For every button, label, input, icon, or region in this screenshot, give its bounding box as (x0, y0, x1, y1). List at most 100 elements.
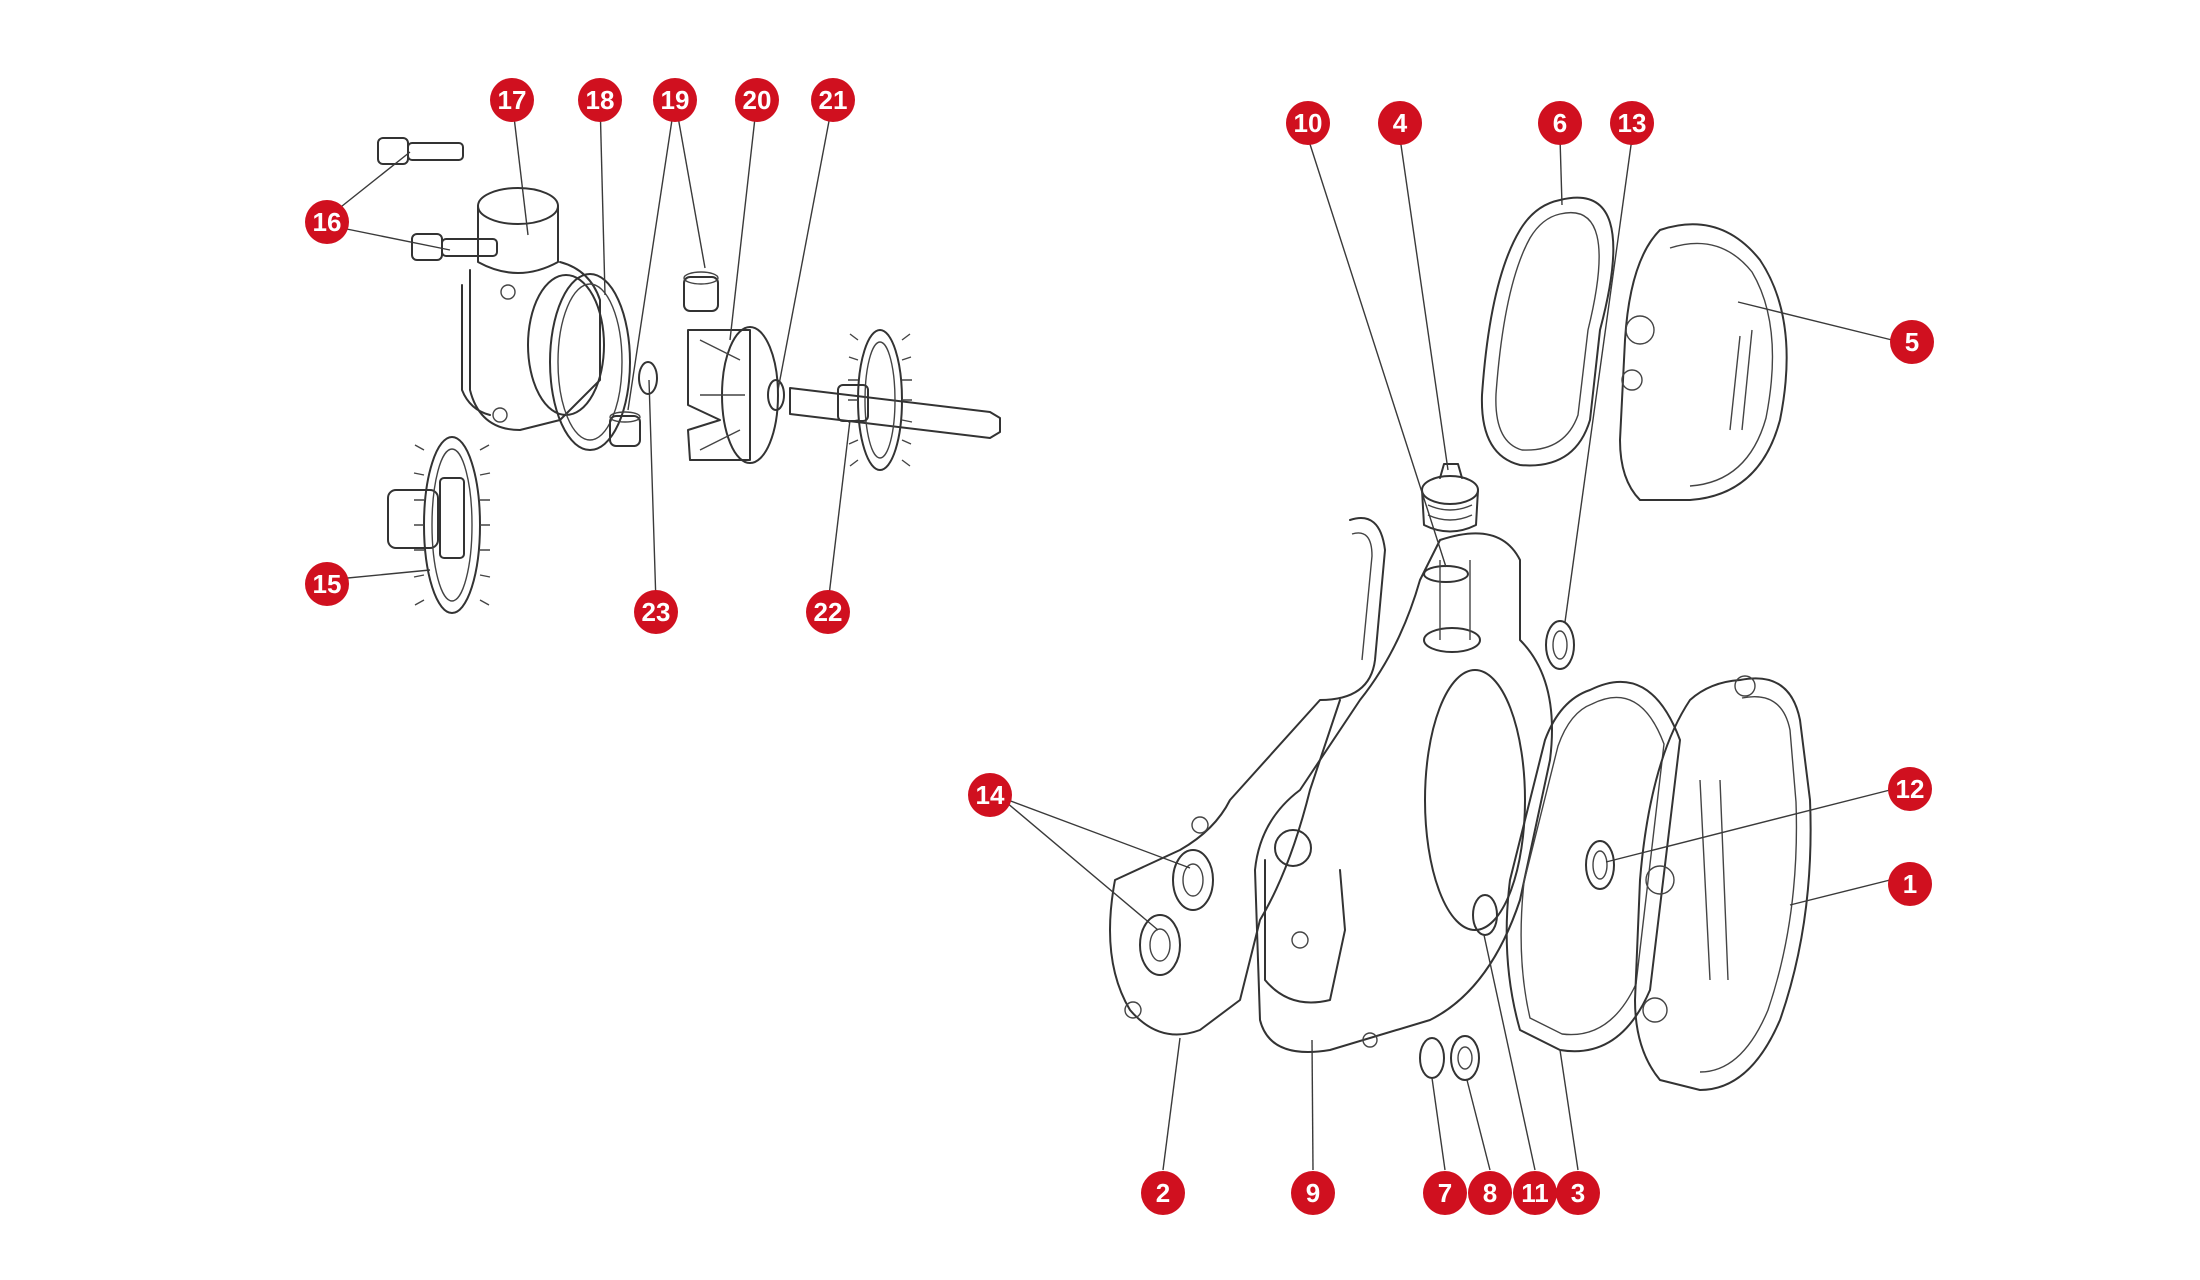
crankcase-cover (1254, 532, 1553, 1053)
leader-lines (326, 99, 1893, 1171)
drain-plug (1450, 1035, 1480, 1081)
callout-7: 7 (1423, 1171, 1467, 1215)
oil-seal-upper (1545, 620, 1575, 670)
callout-number: 10 (1294, 108, 1323, 138)
leader-14b (999, 796, 1159, 931)
callout-number: 1 (1903, 869, 1917, 899)
leader-13 (1564, 137, 1633, 623)
leader-4 (1399, 137, 1449, 471)
pump-shaft (767, 379, 1001, 439)
callout-badge (305, 562, 349, 606)
callout-6: 6 (1538, 101, 1582, 145)
drive-gear (837, 329, 913, 471)
callout-number: 15 (313, 569, 342, 599)
leader-23 (648, 379, 657, 605)
case-cover-assembly (1109, 196, 1812, 1091)
callout-21: 21 (811, 78, 855, 122)
callout-number: 11 (1521, 1178, 1549, 1208)
callout-badge (1468, 1171, 1512, 1215)
callout-5: 5 (1890, 320, 1934, 364)
pump-bolt-upper (377, 137, 464, 165)
callout-10: 10 (1286, 101, 1330, 145)
leader-7 (1431, 1077, 1446, 1171)
callout-number: 4 (1393, 108, 1408, 138)
callout-17: 17 (490, 78, 534, 122)
callout-number: 17 (498, 85, 527, 115)
callout-number: 16 (313, 207, 342, 237)
callout-number: 3 (1571, 1178, 1585, 1208)
leader-5 (1737, 301, 1893, 341)
dowel-pin-upper (683, 271, 719, 312)
callout-4: 4 (1378, 101, 1422, 145)
ignition-cover-gasket (1480, 196, 1615, 467)
dowel-pin-lower (609, 411, 641, 447)
leader-2 (1162, 1037, 1181, 1171)
pump-bolt-lower (411, 233, 498, 261)
pump-gasket (549, 273, 631, 451)
callout-badge (578, 78, 622, 122)
callout-badge (1286, 101, 1330, 145)
callout-badge (1291, 1171, 1335, 1215)
callout-number: 22 (814, 597, 843, 627)
leader-9 (1311, 1039, 1314, 1171)
callout-badge (1890, 320, 1934, 364)
callout-number: 7 (1438, 1178, 1452, 1208)
bearing-lower (1139, 914, 1181, 976)
callout-22: 22 (806, 590, 850, 634)
leader-21 (777, 99, 834, 391)
callout-1: 1 (1888, 862, 1932, 906)
callout-number: 13 (1618, 108, 1647, 138)
clutch-cover (1634, 675, 1812, 1091)
callout-number: 6 (1553, 108, 1567, 138)
callout-14: 14 (968, 773, 1012, 817)
leader-22 (827, 419, 851, 605)
main-cover-gasket (1109, 517, 1386, 1036)
callout-badge (653, 78, 697, 122)
callout-3: 3 (1556, 1171, 1600, 1215)
leader-10 (1307, 137, 1447, 568)
callout-number: 18 (586, 85, 615, 115)
oil-seal-lower (1585, 840, 1615, 890)
leader-3 (1559, 1049, 1579, 1171)
callout-18: 18 (578, 78, 622, 122)
callout-badge (735, 78, 779, 122)
water-pump-assembly (377, 137, 1001, 614)
callout-8: 8 (1468, 1171, 1512, 1215)
callout-badge (968, 773, 1012, 817)
idle-gear (387, 436, 491, 614)
leader-19a (674, 99, 706, 269)
callout-2: 2 (1141, 1171, 1185, 1215)
callout-badge (1556, 1171, 1600, 1215)
callout-badge (305, 200, 349, 244)
callout-number: 23 (642, 597, 671, 627)
pump-housing (461, 187, 605, 431)
leader-6 (1559, 137, 1563, 206)
callout-badge (1538, 101, 1582, 145)
oil-filler-plug (1421, 463, 1479, 533)
callout-9: 9 (1291, 1171, 1335, 1215)
callout-number: 19 (661, 85, 690, 115)
callout-badge (1513, 1171, 1557, 1215)
callout-badge (1141, 1171, 1185, 1215)
callout-number: 9 (1306, 1178, 1320, 1208)
callout-number: 12 (1896, 774, 1925, 804)
leader-8 (1466, 1079, 1491, 1171)
callout-badge (1378, 101, 1422, 145)
leader-18 (599, 99, 606, 296)
leader-19b (627, 99, 676, 411)
o-ring (1423, 565, 1469, 583)
callout-12: 12 (1888, 767, 1932, 811)
leader-1 (1789, 879, 1891, 906)
callout-number: 2 (1156, 1178, 1170, 1208)
callout-13: 13 (1610, 101, 1654, 145)
small-o-ring (1419, 1037, 1445, 1079)
callout-badge (1423, 1171, 1467, 1215)
callout-badge (1888, 767, 1932, 811)
callout-badge (806, 590, 850, 634)
callout-badge (634, 590, 678, 634)
callout-15: 15 (305, 562, 349, 606)
leader-17 (511, 99, 529, 236)
leader-14a (999, 796, 1191, 869)
